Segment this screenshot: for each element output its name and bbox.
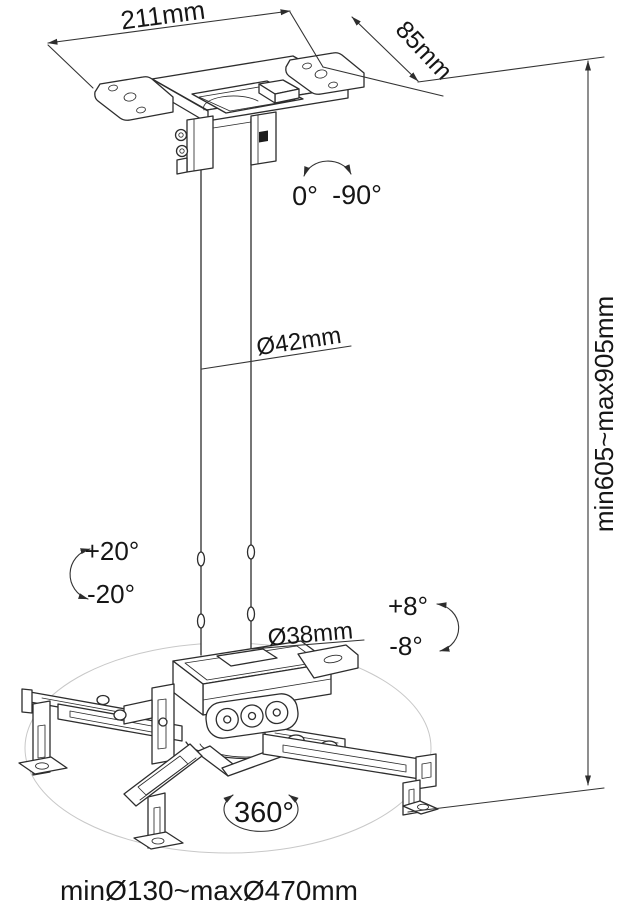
fine-tilt-minus-label: -8° — [389, 631, 423, 661]
plate-depth-label: 85mm — [390, 16, 458, 86]
arm-spread-label: minØ130~maxØ470mm — [60, 875, 358, 906]
rotation-360-arrow — [223, 794, 299, 832]
pole-clamp — [174, 111, 277, 175]
rotation-label: 360° — [234, 797, 294, 829]
height-lock-screw — [196, 613, 206, 629]
annotation-rotation-360: 360° — [223, 794, 299, 832]
head-tilt-plate — [205, 693, 299, 739]
plate-width-label: 211mm — [119, 0, 207, 35]
annotation-swivel: +20° -20° — [69, 536, 140, 609]
swivel-plus-label: +20° — [85, 536, 140, 566]
fine-tilt-plus-label: +8° — [388, 591, 428, 621]
drop-tilt-to-label: -90° — [332, 180, 382, 210]
fine-tilt-rotation-arrow — [436, 602, 460, 652]
drop-tilt-from-label: 0° — [292, 181, 318, 211]
spider-arm-front-left — [123, 743, 203, 850]
height-lock-screw — [246, 606, 256, 622]
ceiling-plate — [94, 52, 365, 124]
swivel-minus-label: -20° — [87, 579, 135, 609]
dimension-height-range: min605~max905mm — [407, 56, 619, 813]
spider-arm-right — [262, 725, 439, 816]
annotation-drop-tilt: 0° -90° — [292, 160, 382, 211]
height-range-label: min605~max905mm — [589, 296, 619, 532]
height-lock-screw — [246, 544, 256, 560]
mounting-pole — [196, 117, 256, 656]
annotation-fine-tilt: +8° -8° — [388, 591, 460, 661]
dimension-arm-spread: minØ130~maxØ470mm — [60, 875, 358, 906]
tilt-rotation-arrow — [303, 160, 352, 177]
projector-head — [113, 640, 359, 765]
height-lock-screw — [196, 551, 206, 567]
swivel-rotation-arrow — [69, 548, 91, 600]
pole-diameter-label: Ø42mm — [255, 322, 343, 361]
